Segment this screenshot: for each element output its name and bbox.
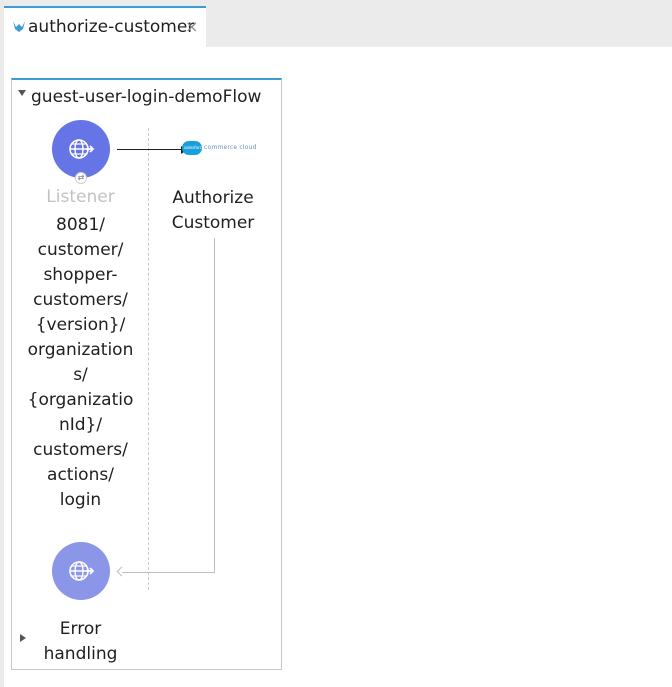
listener-path-line: customers/: [33, 290, 128, 310]
listener-path: 8081/customer/shopper-customers/ {version…: [12, 213, 149, 513]
error-handling-label-line: Error: [59, 619, 102, 639]
flow-title[interactable]: guest-user-login-demoFlow: [31, 87, 262, 107]
collapse-flow-icon[interactable]: [18, 90, 26, 96]
flow-connector: [117, 149, 183, 150]
salesforce-commerce-cloud-node[interactable]: salesforce commerce cloud: [182, 140, 256, 158]
listener-path-line: {version}/: [35, 315, 126, 335]
globe-arrow-icon: [69, 561, 95, 581]
operation-label-line: Authorize: [172, 188, 254, 208]
globe-arrow-icon: [69, 139, 95, 159]
error-handling-label[interactable]: Error handling: [12, 617, 149, 667]
return-connector-vertical: [214, 238, 215, 572]
source-process-divider: [148, 128, 149, 590]
listener-path-line: 8081/: [56, 215, 105, 235]
listener-response-node[interactable]: [52, 542, 110, 600]
mule-icon: [13, 21, 25, 32]
listener-path-line: shopper-: [43, 265, 118, 285]
listener-path-line: {organizatio: [27, 390, 134, 410]
flow-container[interactable]: guest-user-login-demoFlow ⇄ Listener 808…: [11, 78, 282, 670]
listener-path-line: actions/: [47, 465, 114, 485]
tab-authorize-customer[interactable]: authorize-customer ×: [4, 6, 206, 47]
commerce-cloud-logo-text: commerce cloud: [204, 144, 257, 151]
listener-node[interactable]: [52, 120, 110, 178]
listener-path-line: login: [59, 490, 102, 510]
close-icon[interactable]: ×: [185, 17, 199, 36]
salesforce-logo-text: salesforce: [184, 145, 205, 150]
error-handling-label-line: handling: [43, 644, 118, 664]
listener-label: Listener: [46, 187, 115, 207]
listener-path-line: nId}/: [58, 415, 103, 435]
listener-path-line: organization: [27, 340, 134, 360]
listener-path-line: customer/: [37, 240, 124, 260]
listener-path-line: customers/: [33, 440, 128, 460]
left-gutter: [0, 47, 4, 687]
reconnect-icon: ⇄: [75, 172, 87, 184]
listener-path-line: s/: [73, 365, 88, 385]
editor-tab-bar: authorize-customer ×: [0, 0, 672, 47]
return-connector-horizontal: [122, 572, 215, 573]
operation-label-line: Customer: [171, 213, 255, 233]
expand-error-handling-icon[interactable]: [20, 634, 26, 642]
tab-title: authorize-customer: [28, 17, 195, 37]
salesforce-cloud-icon: salesforce: [182, 141, 205, 155]
return-arrow-icon: [116, 566, 127, 577]
